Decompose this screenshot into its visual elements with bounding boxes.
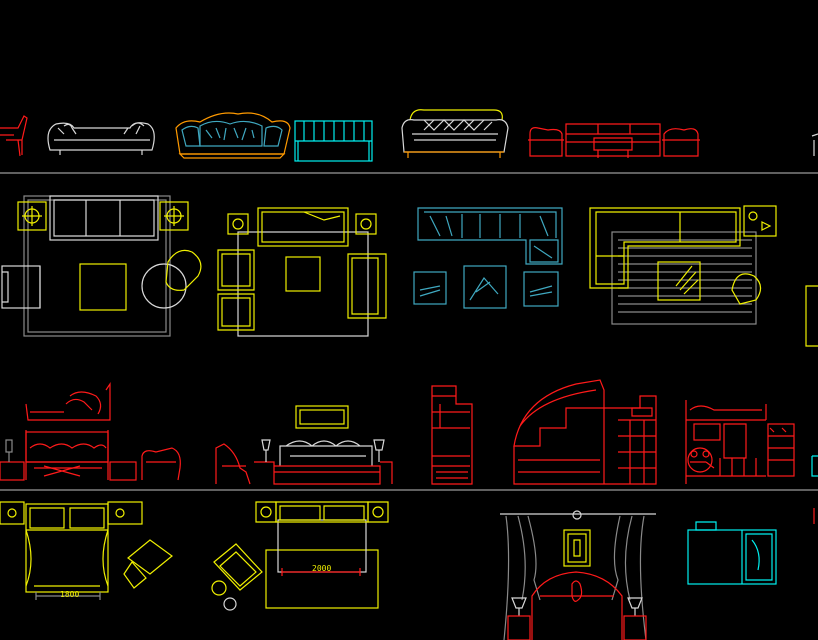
living-room-plan-1 bbox=[1, 195, 202, 337]
sofa-elevation-white bbox=[47, 122, 155, 155]
bunk-bed-elevation bbox=[431, 385, 473, 485]
lamp-shade-gray bbox=[5, 439, 13, 453]
living-room-plan-4 bbox=[589, 205, 777, 325]
bedroom-elevation-left bbox=[0, 382, 181, 481]
partial-figure-right-edge-row3 bbox=[811, 455, 818, 477]
sofa-elevation-teal-orange bbox=[175, 112, 291, 159]
living-room-plan-2 bbox=[217, 207, 387, 337]
single-bed-plan-cyan bbox=[687, 521, 777, 585]
loft-bed-elevation bbox=[513, 379, 657, 485]
double-bed-plan-left bbox=[0, 501, 173, 593]
kids-bunk-elevation bbox=[685, 400, 795, 484]
red-sofa-set-elevation bbox=[528, 123, 700, 158]
double-bed-plan-2 bbox=[211, 501, 389, 611]
bed-length-label: 2000 bbox=[312, 564, 331, 573]
red-chair-elevation-partial bbox=[0, 115, 28, 157]
bed-width-dimension bbox=[35, 592, 101, 600]
chesterfield-sofa-elevation bbox=[401, 109, 509, 158]
bed-width-label: 1800 bbox=[60, 590, 79, 599]
bedroom-elevation-2 bbox=[215, 405, 393, 485]
bench-elevation-cyan bbox=[294, 120, 373, 162]
living-room-plan-3-teal bbox=[413, 207, 563, 309]
partial-figure-right-edge-row1 bbox=[811, 133, 818, 156]
canopy-bed-elevation bbox=[500, 510, 656, 640]
partial-figure-right-edge-row2 bbox=[805, 285, 818, 347]
